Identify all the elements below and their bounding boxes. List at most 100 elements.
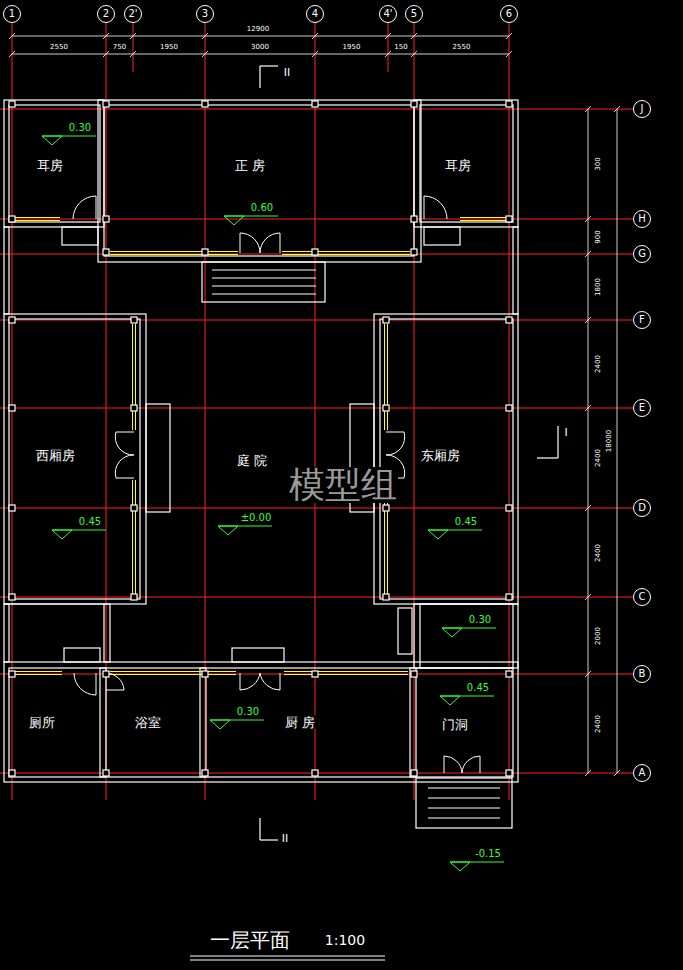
window (282, 251, 410, 252)
dimension-tick (202, 33, 208, 39)
wall (98, 100, 421, 262)
axis-label: 3 (201, 9, 209, 19)
dimension-tick (9, 51, 15, 57)
window (14, 671, 62, 672)
watermark: 模型组 (288, 467, 398, 503)
dimension: 1950 (159, 44, 179, 51)
dimension-tick (312, 51, 318, 57)
column (202, 101, 208, 107)
dimension-tick (312, 33, 318, 39)
room: 东厢房0.45 (380, 319, 513, 599)
grid-line (0, 109, 633, 110)
column (411, 671, 417, 677)
wall (374, 314, 518, 604)
elevation-text: ±0.00 (240, 513, 273, 523)
dimension-total: 12900 (246, 26, 270, 33)
dimension: 2400 (595, 714, 602, 734)
axis-label: J (640, 104, 645, 114)
window (460, 220, 508, 221)
window (384, 324, 385, 430)
column (131, 505, 137, 511)
step-line (212, 270, 316, 271)
wall (4, 604, 104, 605)
step-line (212, 294, 316, 295)
window (132, 480, 133, 594)
section-mark (259, 66, 260, 88)
elevation-text: 0.45 (454, 517, 478, 527)
dimension-tick (202, 51, 208, 57)
axis-label: 4' (382, 9, 393, 19)
drawing-title: 一层平面 (209, 930, 291, 950)
elevation-text: 0.30 (468, 615, 492, 625)
column (506, 505, 512, 511)
dimension-tick (585, 106, 591, 112)
dimension-tick (103, 33, 109, 39)
room-name: 西厢房 (35, 449, 76, 462)
column (383, 594, 389, 600)
wall (64, 648, 100, 662)
wall (232, 648, 284, 662)
wall (4, 662, 518, 782)
wall (104, 105, 414, 256)
elevation-triangle (440, 696, 460, 705)
room-name: 厕所 (28, 716, 56, 729)
room: 厕所 (9, 679, 100, 777)
wall (513, 227, 518, 314)
wall (9, 668, 513, 777)
step-line (428, 788, 500, 789)
room-name: 庭 院 (236, 454, 268, 467)
column (411, 770, 417, 776)
axis-bubble: 6 (500, 5, 518, 23)
section-mark (537, 457, 558, 458)
wall (200, 668, 206, 777)
door-arc (444, 756, 462, 773)
wall (4, 314, 146, 604)
section-mark-label: II (281, 833, 290, 844)
room-name: 厨 房 (284, 716, 316, 729)
column (9, 405, 15, 411)
title-underline (190, 956, 385, 957)
wall (9, 105, 100, 222)
elevation-triangle (450, 862, 470, 871)
dimension-total: 18000 (606, 429, 613, 453)
wall (414, 604, 518, 668)
room: 西厢房0.45 (9, 319, 140, 599)
column (202, 770, 208, 776)
dimension-tick (585, 671, 591, 677)
window (110, 251, 238, 252)
axis-bubble: A (633, 764, 651, 782)
dimension: 2550 (49, 44, 69, 51)
wall (100, 668, 106, 777)
axis-bubble: 2 (97, 5, 115, 23)
column (103, 249, 109, 255)
wall (420, 604, 513, 668)
axis-label: 5 (410, 9, 418, 19)
dimension-tick (411, 33, 417, 39)
dimension-tick (130, 51, 136, 57)
column (131, 594, 137, 600)
room-name: 耳房 (444, 159, 472, 172)
column (383, 317, 389, 323)
axis-label: E (638, 403, 646, 413)
grid-line (0, 219, 633, 220)
window (110, 674, 236, 675)
column (411, 101, 417, 107)
axis-label: 1 (8, 9, 16, 19)
elevation-triangle (210, 720, 230, 729)
column (506, 216, 512, 222)
grid-line (0, 320, 633, 321)
room-name: 门洞 (441, 718, 469, 731)
column (312, 770, 318, 776)
axis-label: B (638, 669, 647, 679)
room: 浴室 (110, 679, 200, 777)
elevation-text: 0.45 (466, 683, 490, 693)
axis-bubble: 1 (3, 5, 21, 23)
window (14, 674, 62, 675)
dimension-tick (506, 51, 512, 57)
dimension-tick (385, 51, 391, 57)
grid-line (0, 508, 633, 509)
elevation-triangle (224, 216, 244, 225)
door-arc (260, 673, 280, 690)
dimension: 2000 (595, 626, 602, 646)
column (312, 249, 318, 255)
